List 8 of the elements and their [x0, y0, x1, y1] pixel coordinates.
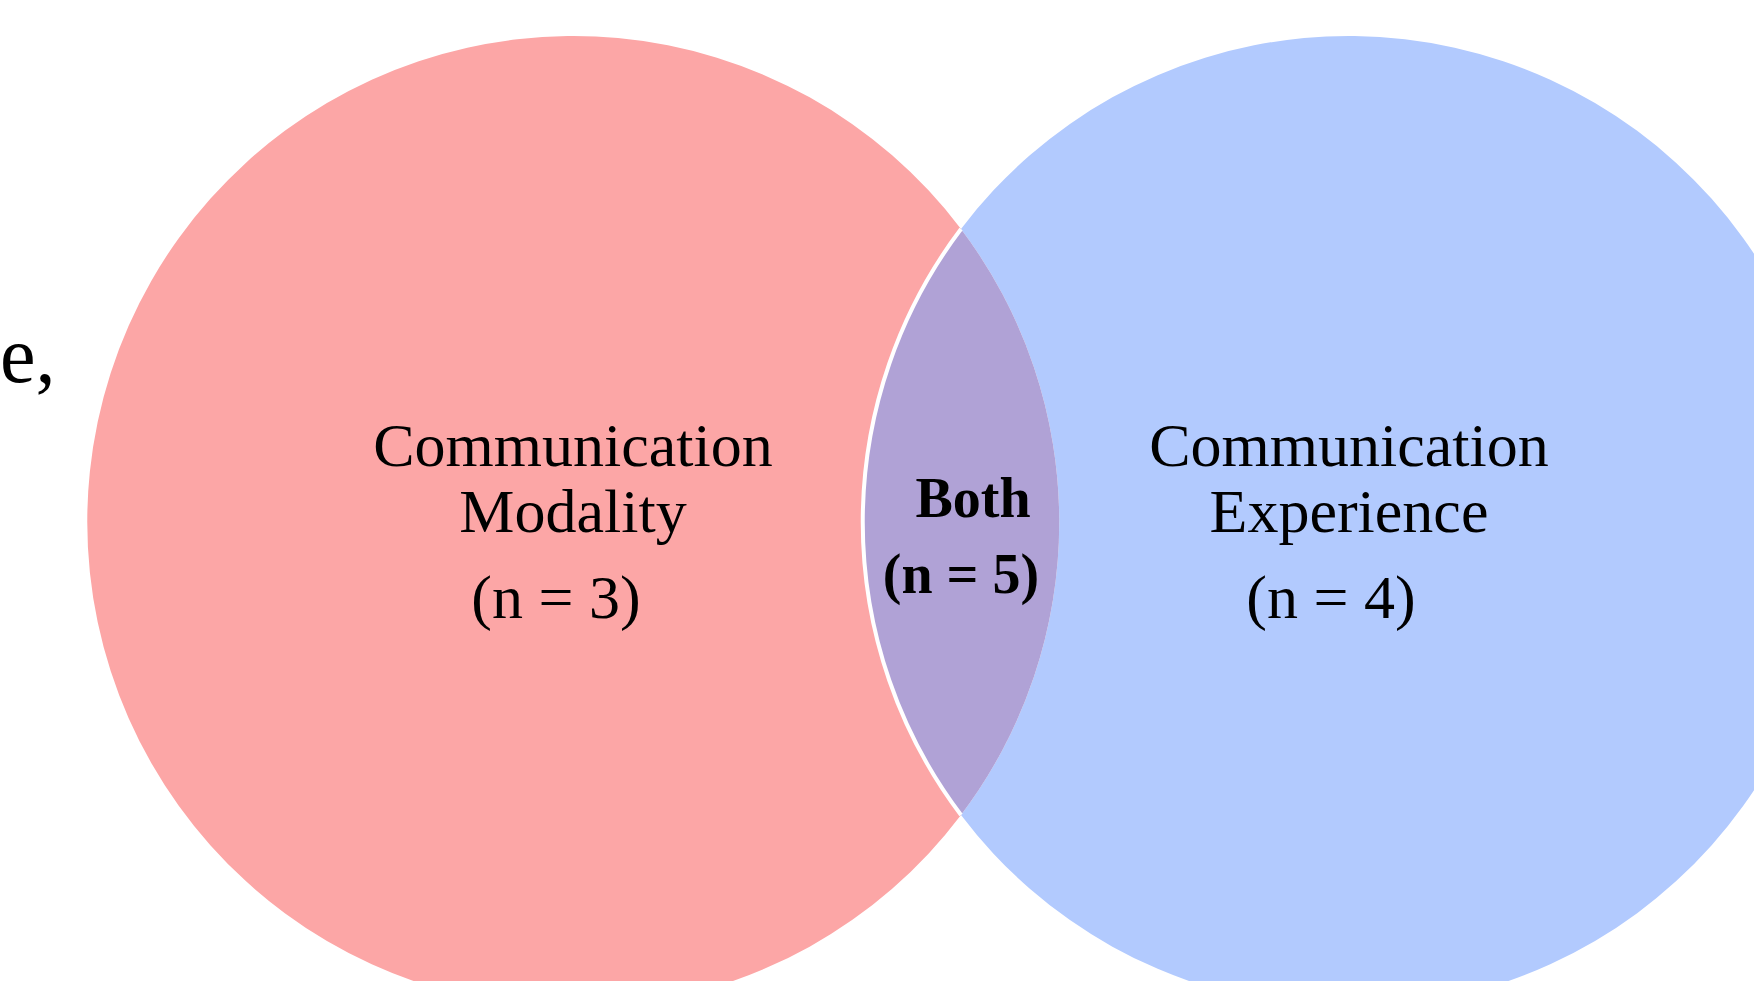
intersection-region [863, 229, 1059, 815]
circle-label: Communication Experience [1148, 412, 1550, 544]
region-label: Both [915, 467, 1031, 529]
text-fragment: e, [0, 312, 56, 398]
count-label: (n = 3) [471, 564, 641, 630]
circle-label: Communication Modality [372, 412, 774, 544]
count-label: (n = 5) [882, 543, 1040, 605]
count-label: (n = 4) [1246, 564, 1416, 630]
